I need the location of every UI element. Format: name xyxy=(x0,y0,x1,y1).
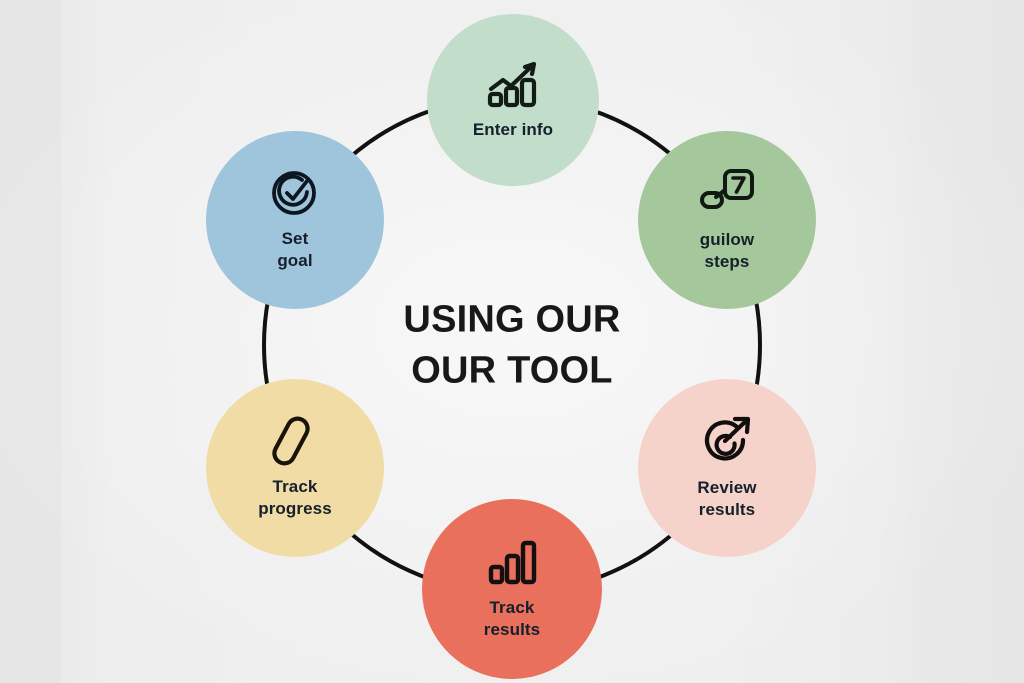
node-enter-info[interactable]: Enter info xyxy=(427,14,599,186)
tag-badge-seven-icon xyxy=(698,167,756,219)
node-track-results[interactable]: Track results xyxy=(422,499,602,679)
pencil-icon xyxy=(272,416,318,466)
check-circle-icon xyxy=(269,168,321,218)
bar-chart-icon xyxy=(487,537,537,587)
node-label: Set goal xyxy=(277,228,313,270)
node-review-results[interactable]: Review results xyxy=(638,379,816,557)
target-arrow-icon xyxy=(699,415,755,467)
node-label: Track progress xyxy=(258,476,332,518)
node-label: guilow steps xyxy=(699,229,755,271)
node-label: Review results xyxy=(697,477,757,519)
node-guilow-steps[interactable]: guilow steps xyxy=(638,131,816,309)
bar-chart-growth-icon xyxy=(485,59,541,109)
node-track-progress[interactable]: Track progress xyxy=(206,379,384,557)
node-label: Enter info xyxy=(472,119,554,139)
node-label: Track results xyxy=(483,597,541,639)
page-title: USING OUR OUR TOOL xyxy=(403,298,621,391)
node-set-goal[interactable]: Set goal xyxy=(206,131,384,309)
